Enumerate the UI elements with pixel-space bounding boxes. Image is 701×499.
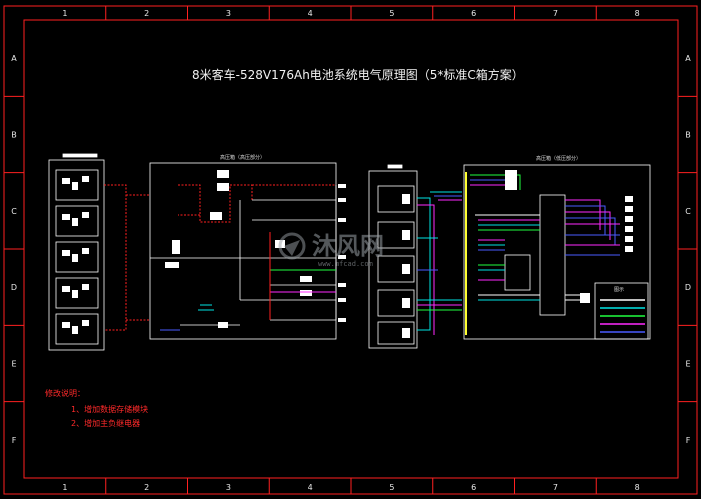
zone-row-right: E <box>685 360 690 369</box>
zone-row-left: C <box>11 207 17 216</box>
legend-swatches <box>600 299 645 333</box>
zone-col-bottom: 5 <box>389 483 394 492</box>
watermark-brand: 沐风网 <box>312 232 384 260</box>
zone-col-top: 6 <box>471 9 476 18</box>
zone-col-top: 8 <box>635 9 640 18</box>
zone-col-top: 7 <box>553 9 558 18</box>
lv-box <box>463 164 651 340</box>
legend-label: 图示 <box>614 287 624 293</box>
zone-col-top: 5 <box>389 9 394 18</box>
zone-col-top: 4 <box>308 9 313 18</box>
zone-col-bottom: 7 <box>553 483 558 492</box>
revision-note-1: 1、增加数据存储模块 <box>71 404 148 414</box>
module-internals <box>62 176 89 334</box>
comm-bus <box>417 191 462 335</box>
zone-row-left: A <box>11 54 17 63</box>
zone-row-right: D <box>685 283 691 292</box>
watermark-url: www.mfcad.com <box>318 260 373 268</box>
zone-col-top: 1 <box>62 9 67 18</box>
hv-box <box>149 162 337 340</box>
hv-box-label: 高压箱（高压部分） <box>220 154 265 161</box>
lv-harness <box>465 172 620 335</box>
battery-modules <box>48 153 105 351</box>
zone-row-right: B <box>685 131 691 140</box>
zone-col-top: 3 <box>226 9 231 18</box>
zone-row-right: F <box>686 436 691 445</box>
zone-row-left: E <box>11 360 16 369</box>
revision-note-2: 2、增加主负继电器 <box>71 418 140 428</box>
revision-notes-heading: 修改说明： <box>45 388 85 398</box>
zone-col-bottom: 8 <box>635 483 640 492</box>
zone-row-left: F <box>12 436 17 445</box>
zone-col-bottom: 1 <box>62 483 67 492</box>
zone-col-top: 2 <box>144 9 149 18</box>
zone-col-bottom: 4 <box>308 483 313 492</box>
bmu-column <box>368 164 418 349</box>
watermark-logo: 沐风网 www.mfcad.com <box>278 232 384 268</box>
hv-red-wires <box>104 184 336 331</box>
zone-col-bottom: 2 <box>144 483 149 492</box>
zone-col-bottom: 6 <box>471 483 476 492</box>
hv-colored-traces <box>160 232 336 331</box>
zone-row-left: B <box>11 131 17 140</box>
drawing-title: 8米客车-528V176Ah电池系统电气原理图（5*标准C箱方案） <box>192 67 524 82</box>
hv-components <box>165 170 346 328</box>
bmu-internals <box>402 194 410 338</box>
lv-connectors <box>505 170 633 303</box>
lv-box-label: 高压箱（低压部分） <box>536 155 581 162</box>
zone-row-right: C <box>685 207 691 216</box>
zone-row-right: A <box>685 54 691 63</box>
zone-row-left: D <box>11 283 17 292</box>
zone-col-bottom: 3 <box>226 483 231 492</box>
